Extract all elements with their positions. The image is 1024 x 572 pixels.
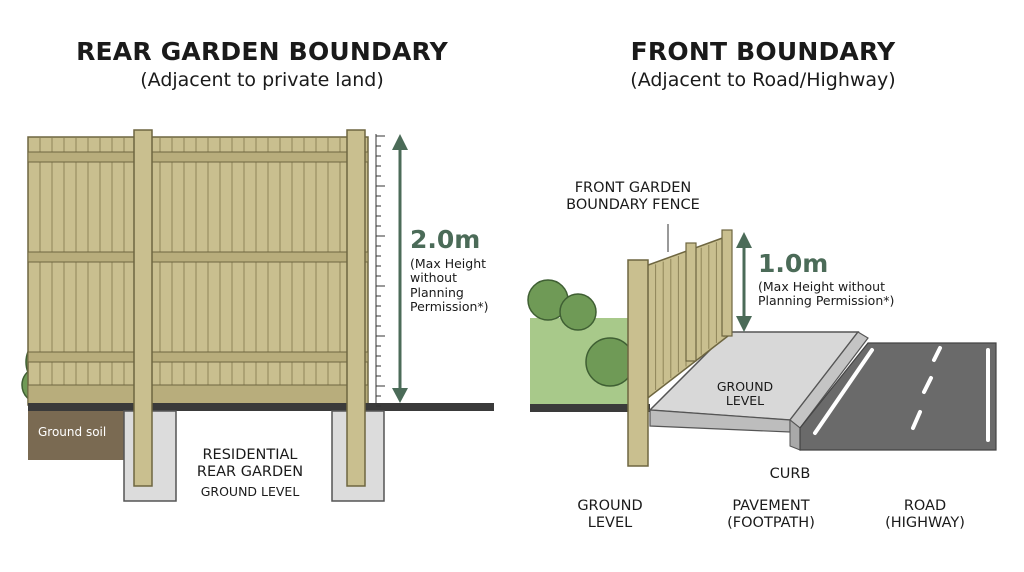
rear-ground-line — [28, 403, 494, 411]
front-ground-level-inline: GROUND LEVEL — [716, 379, 774, 409]
front-ground-line — [530, 404, 650, 412]
front-height-value: 1.0m — [758, 249, 829, 278]
rear-ground-soil — [28, 405, 124, 460]
rear-height-scale — [375, 134, 385, 407]
front-fence-label: FRONT GARDEN BOUNDARY FENCE — [566, 180, 700, 213]
rear-fence-rail-top — [27, 151, 369, 163]
rear-post-right — [346, 129, 366, 487]
rear-title: REAR GARDEN BOUNDARY — [76, 37, 448, 66]
curb-label: CURB — [769, 466, 811, 482]
front-height-arrow — [736, 232, 752, 332]
rear-subtitle: (Adjacent to private land) — [140, 69, 384, 91]
front-height-note: (Max Height without Planning Permission*… — [758, 279, 895, 309]
bottom-label-pavement: PAVEMENT (FOOTPATH) — [727, 498, 815, 531]
rear-fence-gravel-board — [27, 384, 369, 406]
front-post-mid — [685, 242, 697, 362]
bottom-label-road: ROAD (HIGHWAY) — [885, 498, 965, 531]
ground-soil-label: Ground soil — [38, 425, 107, 439]
rear-post-left — [133, 129, 153, 487]
rear-ground-level: GROUND LEVEL — [200, 484, 300, 499]
rear-fence-rail-low — [27, 351, 369, 363]
rear-height-arrow — [392, 134, 408, 403]
rear-boundary-illustration — [21, 129, 494, 502]
rear-height-note: (Max Height without Planning Permission*… — [410, 256, 489, 315]
front-post-main — [627, 259, 649, 467]
bottom-label-ground: GROUND LEVEL — [577, 498, 643, 531]
road-markings — [813, 346, 990, 442]
rear-fence-panel — [27, 136, 369, 406]
front-hedge — [527, 279, 635, 387]
rear-height-value: 2.0m — [410, 225, 481, 254]
rear-area-label: RESIDENTIAL REAR GARDEN — [196, 447, 304, 480]
front-subtitle: (Adjacent to Road/Highway) — [630, 69, 896, 91]
rear-fence-rail-mid — [27, 251, 369, 263]
front-post-end — [721, 229, 733, 337]
road-surface — [799, 342, 997, 451]
front-boundary-illustration — [527, 224, 997, 467]
front-title: FRONT BOUNDARY — [630, 37, 896, 66]
